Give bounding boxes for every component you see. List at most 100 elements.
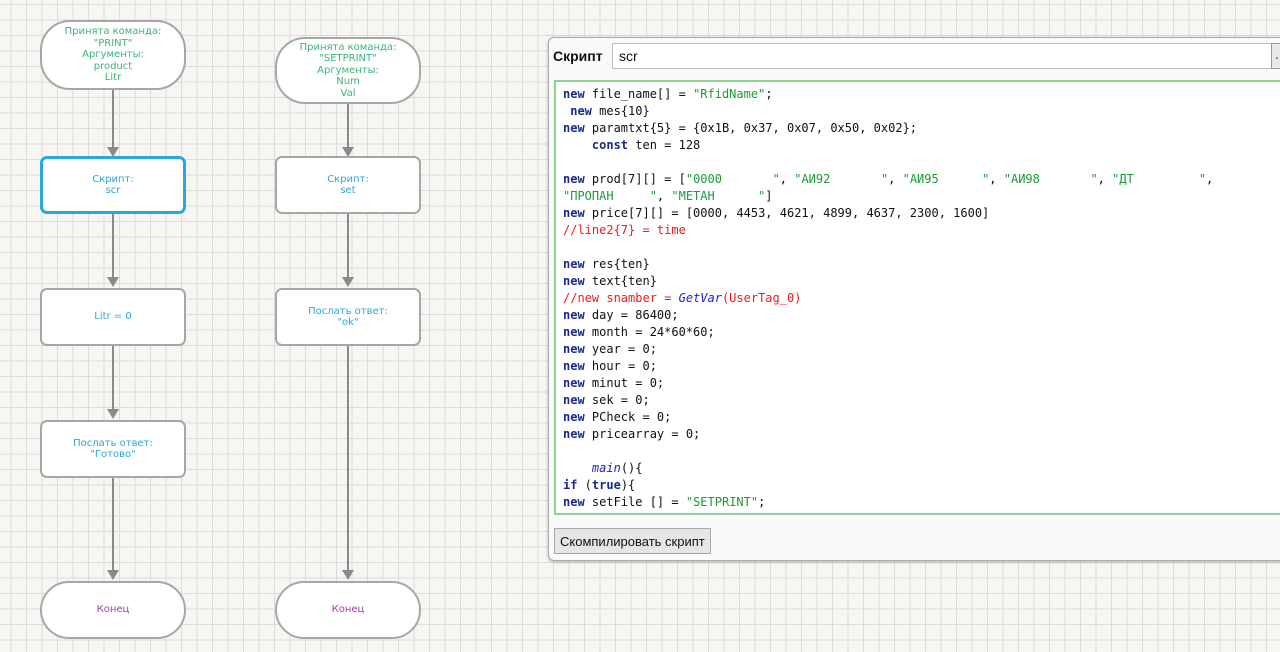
- code-line: new mes{10}: [563, 103, 1280, 120]
- code-token: new: [563, 427, 585, 441]
- code-token: ,: [779, 172, 795, 186]
- node-text: Скрипт:: [327, 173, 369, 185]
- start-node-setprint[interactable]: Принята команда: "SETPRINT" Аргументы: N…: [275, 37, 421, 104]
- code-token: new: [563, 206, 585, 220]
- node-text: Litr: [104, 72, 122, 84]
- code-token: if: [563, 478, 578, 492]
- script-node-scr[interactable]: Скрипт: scr: [40, 156, 186, 214]
- browse-button[interactable]: ..: [1271, 43, 1280, 69]
- code-line: new prod[7][] = ["0000 ", "АИ92 ", "АИ95…: [563, 171, 1280, 188]
- reply-node-gotovo[interactable]: Послать ответ: "Готово": [40, 420, 186, 478]
- code-token: [563, 461, 592, 475]
- code-token: hour = 0;: [584, 359, 657, 373]
- compile-script-button[interactable]: Скомпилировать скрипт: [554, 528, 711, 554]
- code-token: ,: [888, 172, 903, 186]
- code-line: [563, 239, 1280, 256]
- code-token: new: [563, 495, 585, 509]
- code-token: new: [563, 172, 585, 186]
- code-token: new: [563, 274, 585, 288]
- code-line: new res{ten}: [563, 256, 1280, 273]
- connector-right-2: [347, 214, 349, 278]
- script-node-set[interactable]: Скрипт: set: [275, 156, 421, 214]
- code-token: "АИ92 ": [794, 172, 889, 186]
- code-token: new: [563, 410, 585, 424]
- node-text: scr: [105, 185, 121, 196]
- end-node-setprint[interactable]: Конец: [275, 581, 421, 639]
- script-panel: Скрипт .. new file_name[] = "RfidName"; …: [548, 37, 1280, 561]
- code-token: new: [563, 121, 585, 135]
- node-text: Конец: [331, 604, 365, 616]
- code-token: res{ten}: [584, 257, 650, 271]
- code-line: new paramtxt{5} = {0x1B, 0x37, 0x07, 0x5…: [563, 120, 1280, 137]
- code-token: //line2{7} = time: [563, 223, 686, 237]
- code-token: [563, 138, 592, 152]
- code-line: new month = 24*60*60;: [563, 324, 1280, 341]
- code-token: year = 0;: [584, 342, 657, 356]
- code-token: ;: [765, 87, 773, 101]
- node-text: Num: [336, 76, 360, 88]
- code-token: file_name[] =: [584, 87, 694, 101]
- code-token: new: [570, 104, 592, 118]
- code-token: ){: [620, 478, 636, 492]
- code-token: "SETPRINT": [685, 495, 759, 509]
- code-line: //new snamber = GetVar(UserTag_0): [563, 290, 1280, 307]
- node-text: "SETPRINT": [319, 53, 377, 65]
- node-text: Аргументы:: [82, 49, 144, 61]
- code-token: minut = 0;: [584, 376, 665, 390]
- code-line: new file_name[] = "RfidName";: [563, 86, 1280, 103]
- end-node-print[interactable]: Конец: [40, 581, 186, 639]
- code-line: new price[7][] = [0000, 4453, 4621, 4899…: [563, 205, 1280, 222]
- start-node-print[interactable]: Принята команда: "PRINT" Аргументы: prod…: [40, 20, 186, 90]
- code-token: new: [563, 257, 585, 271]
- node-text: Принята команда:: [64, 26, 162, 38]
- arrowhead-left-1: [107, 147, 119, 157]
- code-token: ,: [989, 172, 1004, 186]
- script-name-input[interactable]: [612, 43, 1272, 69]
- code-token: "ДТ ": [1112, 172, 1207, 186]
- code-token: paramtxt{5} = {0x1B, 0x37, 0x07, 0x50, 0…: [584, 121, 918, 135]
- node-text: "Готово": [90, 449, 136, 460]
- arrowhead-left-3: [107, 409, 119, 419]
- code-token: new: [563, 393, 585, 407]
- node-text: Принята команда:: [299, 41, 397, 53]
- code-token: "АИ95 ": [902, 172, 990, 186]
- code-token: ;: [758, 495, 766, 509]
- code-token: new: [563, 342, 585, 356]
- code-line: if (true){: [563, 477, 1280, 494]
- connector-right-3: [347, 346, 349, 571]
- node-text: Конец: [96, 604, 130, 616]
- code-token: new: [563, 87, 585, 101]
- code-editor[interactable]: new file_name[] = "RfidName"; new mes{10…: [554, 80, 1280, 515]
- code-token: PCheck = 0;: [584, 410, 672, 424]
- node-text: Скрипт:: [92, 173, 134, 185]
- reply-node-ok[interactable]: Послать ответ: "ok": [275, 288, 421, 346]
- node-text: Val: [340, 87, 356, 99]
- connector-left-2: [112, 214, 114, 278]
- code-line: new minut = 0;: [563, 375, 1280, 392]
- code-token: month = 24*60*60;: [584, 325, 715, 339]
- code-line: main(){: [563, 460, 1280, 477]
- code-line: new PCheck = 0;: [563, 409, 1280, 426]
- code-token: setFile [] =: [584, 495, 686, 509]
- code-token: mes{10}: [591, 104, 650, 118]
- code-line: new hour = 0;: [563, 358, 1280, 375]
- node-text: "ok": [337, 317, 359, 328]
- assign-node-litr[interactable]: Litr = 0: [40, 288, 186, 346]
- code-token: (){: [620, 461, 643, 475]
- arrowhead-right-2: [342, 277, 354, 287]
- arrowhead-left-4: [107, 570, 119, 580]
- code-line: new setFile [] = "SETPRINT";: [563, 494, 1280, 511]
- code-token: "ПРОПАН ": [563, 189, 657, 203]
- code-line: //line2{7} = time: [563, 222, 1280, 239]
- code-token: new: [563, 359, 585, 373]
- code-token: prod[7][] = [: [584, 172, 686, 186]
- code-token: (UserTag_0): [721, 291, 802, 305]
- code-line: [563, 154, 1280, 171]
- code-token: const: [591, 138, 629, 152]
- code-line: new text{ten}: [563, 273, 1280, 290]
- code-line: const ten = 128: [563, 137, 1280, 154]
- code-token: text{ten}: [584, 274, 657, 288]
- code-token: new: [563, 308, 585, 322]
- node-text: Аргументы:: [317, 64, 379, 76]
- code-token: GetVar: [678, 291, 722, 305]
